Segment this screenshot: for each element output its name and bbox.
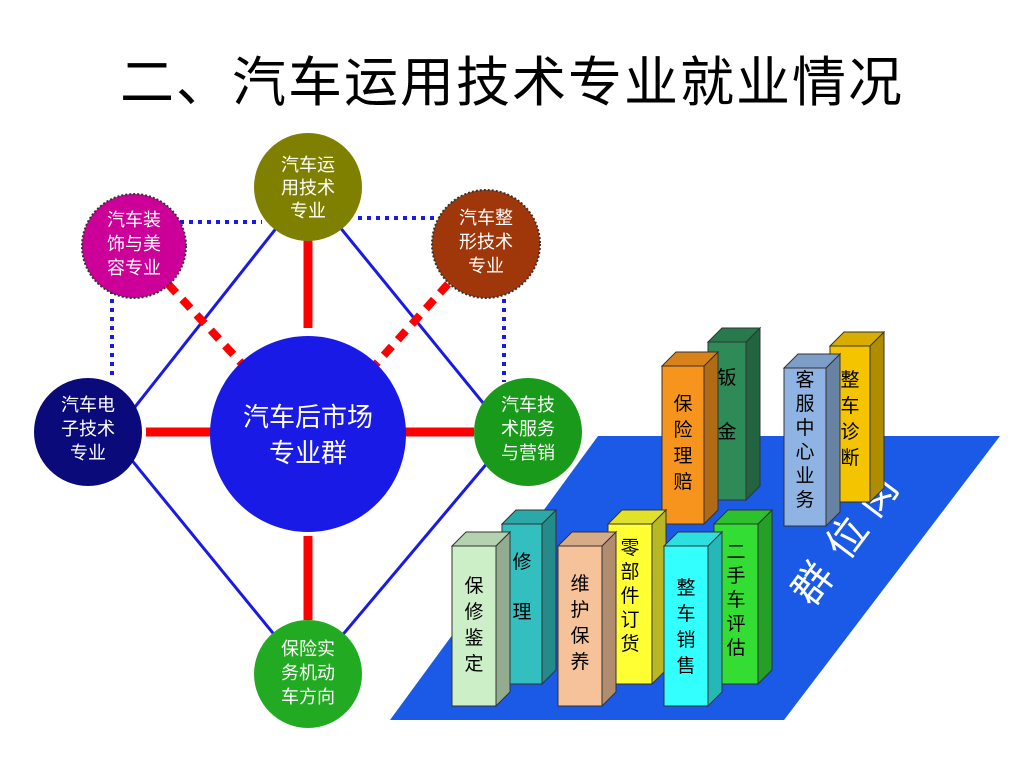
center-node-line-1: 汽车后市场 [243,403,373,433]
dotted-connectors [110,216,506,382]
job-bar-side [541,508,557,686]
job-bar-char: 理 [673,445,692,467]
job-bar-char: 险 [673,419,692,441]
job-bar-char: 整 [840,369,859,391]
node-upper-right-line-3: 专业 [468,256,504,277]
job-bar-char: 货 [620,633,639,655]
node-right-line-3: 与营销 [501,443,555,464]
job-bar-char: 保 [673,393,692,415]
job-bar-char: 整 [676,577,695,599]
node-decoration-beauty: 汽车装 饰与美 容专业 [81,193,187,299]
job-bar-char: 二 [726,541,745,563]
job-bar-char: 保 [570,625,589,647]
job-bar-char: 车 [726,589,745,611]
job-bar-char: 养 [570,651,589,673]
job-bar-char: 车 [840,395,859,417]
job-bar-char: 务 [795,489,814,511]
job-bar-char: 手 [726,565,745,587]
job-bar-char: 销 [676,629,695,651]
node-right-line-2: 术服务 [501,419,555,440]
job-bar-char: 客 [795,369,814,391]
job-bar-front [451,545,497,707]
job-bar-side [745,326,761,502]
center-node-line-2: 专业群 [269,439,347,469]
job-bar-char: 零 [620,537,639,559]
node-left-line-2: 子技术 [61,419,115,440]
center-node: 汽车后市场 专业群 [210,336,406,532]
red-solid-connectors [146,240,474,620]
job-bar-char: 修 [512,551,531,573]
job-bar-front [783,367,827,527]
job-bar-char: 估 [726,637,745,659]
job-bar-side [707,530,723,708]
red-dashed-connectors [165,281,451,369]
job-bar-char: 金 [717,421,736,443]
job-bar-char: 修 [464,601,483,623]
node-bottom-line-3: 车方向 [281,687,335,708]
job-bar-side [757,508,773,686]
job-bar-char: 维 [570,573,589,595]
node-right-line-1: 汽车技 [501,395,555,416]
slide-title: 二、汽车运用技术专业就业情况 [120,51,904,114]
node-insurance: 保险实 务机动 车方向 [254,620,362,728]
job-bar-char: 部 [620,561,639,583]
job-bar-front [663,545,709,707]
job-bar-char: 服 [795,393,814,415]
job-bar-char: 诊 [840,421,859,443]
node-bottom-line-2: 务机动 [281,663,335,684]
node-upper-left-line-3: 容专业 [107,258,161,279]
node-left-line-1: 汽车电 [61,395,115,416]
job-bar-char: 订 [620,609,639,631]
job-bar-char: 中 [795,417,814,439]
node-upper-right-line-2: 形技术 [459,232,513,253]
job-bar-front [661,365,705,525]
job-bar-char: 件 [620,585,639,607]
job-bar-char: 赔 [673,471,692,493]
job-bar-side [601,530,617,708]
job-bar-char: 保 [464,575,483,597]
job-bar-char: 钣 [717,367,736,389]
node-upper-left-line-2: 饰与美 [107,234,161,255]
node-body-repair: 汽车整 形技术 专业 [431,189,541,299]
job-bar-side [869,330,885,504]
job-bar-char: 业 [795,465,814,487]
node-top-line-3: 专业 [290,201,326,222]
node-top-line-2: 用技术 [281,178,335,199]
job-bar-char: 断 [840,447,859,469]
job-bar-side [825,352,841,528]
job-bar-char: 护 [570,599,589,621]
job-bar-char: 评 [726,613,745,635]
node-automotive-application: 汽车运 用技术 专业 [254,133,362,241]
node-left-line-3: 专业 [70,443,106,464]
node-upper-left-line-1: 汽车装 [107,210,161,231]
job-bar-char: 定 [464,653,483,675]
node-service-marketing: 汽车技 术服务 与营销 [474,378,582,486]
node-top-line-1: 汽车运 [281,155,335,176]
job-bar-char: 售 [676,655,695,677]
node-electronics: 汽车电 子技术 专业 [34,378,142,486]
job-bar-char: 鉴 [464,627,483,649]
job-bar-char: 心 [795,441,814,463]
job-bar-front [557,545,603,707]
node-bottom-line-1: 保险实 [281,639,335,660]
node-upper-right-line-1: 汽车整 [459,208,513,229]
job-bar-char: 车 [676,603,695,625]
job-bar-side [703,350,719,526]
job-bar-char: 理 [512,601,531,623]
job-bar-side [495,530,511,708]
